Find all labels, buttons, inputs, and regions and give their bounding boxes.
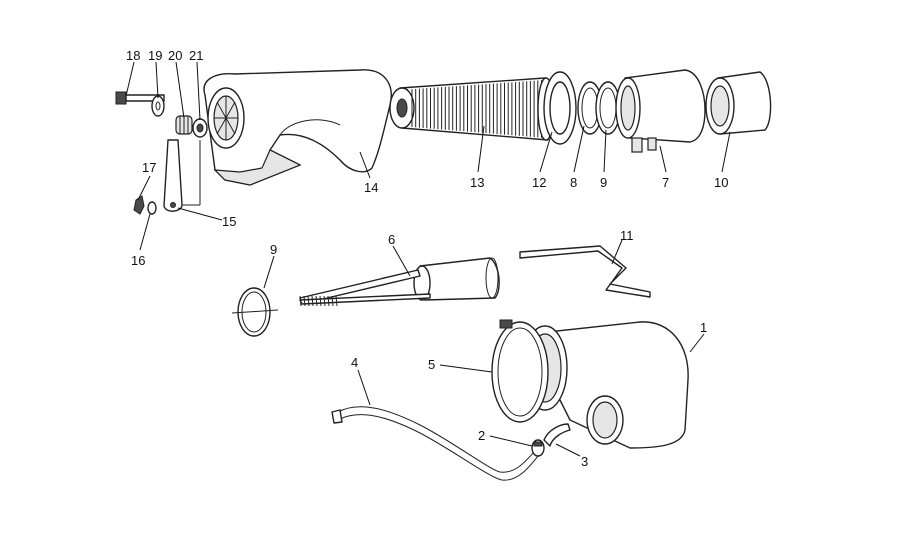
part-11-bent-rod <box>519 245 651 298</box>
part-20-spacer <box>175 115 193 135</box>
part-16-washer <box>147 201 157 215</box>
callout-17: 17 <box>142 160 156 175</box>
callout-5: 5 <box>428 357 435 372</box>
callout-13: 13 <box>470 175 484 190</box>
callout-9-lower: 9 <box>270 242 277 257</box>
callout-16: 16 <box>131 253 145 268</box>
callout-11: 11 <box>620 228 634 243</box>
callout-12: 12 <box>532 175 546 190</box>
leader-lines <box>125 61 731 457</box>
rod-thread <box>311 295 314 307</box>
rod-thread <box>327 295 330 307</box>
part-15-bracket <box>163 139 201 212</box>
callout-9-upper: 9 <box>600 175 607 190</box>
part-4-hose <box>331 406 539 481</box>
callout-4: 4 <box>351 355 358 370</box>
callout-6: 6 <box>388 232 395 247</box>
callout-18: 18 <box>126 48 140 63</box>
part-13-filter-element <box>389 77 555 141</box>
part-7-filter-housing <box>615 69 706 153</box>
callout-2: 2 <box>478 428 485 443</box>
callout-8: 8 <box>570 175 577 190</box>
callout-21: 21 <box>189 48 203 63</box>
callout-14: 14 <box>364 180 378 195</box>
part-6-tube-assembly <box>299 257 500 307</box>
callout-7: 7 <box>662 175 669 190</box>
part-14-intake-housing <box>203 69 392 186</box>
part-10-sleeve <box>705 71 772 135</box>
rod-thread <box>323 295 326 307</box>
part-12-ring <box>543 71 577 145</box>
rod-thread <box>299 295 302 307</box>
part-21-fitting <box>192 118 208 138</box>
part-17-wing-nut <box>133 195 145 215</box>
rod-thread <box>331 295 334 307</box>
part-9-gasket-lower <box>231 287 279 337</box>
callout-10: 10 <box>714 175 728 190</box>
callout-3: 3 <box>581 454 588 469</box>
callout-20: 20 <box>168 48 182 63</box>
rod-thread <box>307 295 310 307</box>
callout-15: 15 <box>222 214 236 229</box>
callout-1: 1 <box>700 320 707 335</box>
part-18-bolt <box>115 91 165 105</box>
part-3-elbow-fitting <box>543 423 571 447</box>
rod-thread <box>303 295 306 307</box>
part-2-hose-clamp <box>531 439 545 457</box>
part-19-washer <box>151 95 165 117</box>
rod-thread <box>335 295 338 307</box>
part-5-large-clamp <box>491 319 549 423</box>
callout-labels: 18 19 20 21 17 16 15 14 13 12 8 9 7 10 1… <box>126 48 728 469</box>
callout-19: 19 <box>148 48 162 63</box>
rod-thread <box>319 295 322 307</box>
rod-thread <box>315 295 318 307</box>
